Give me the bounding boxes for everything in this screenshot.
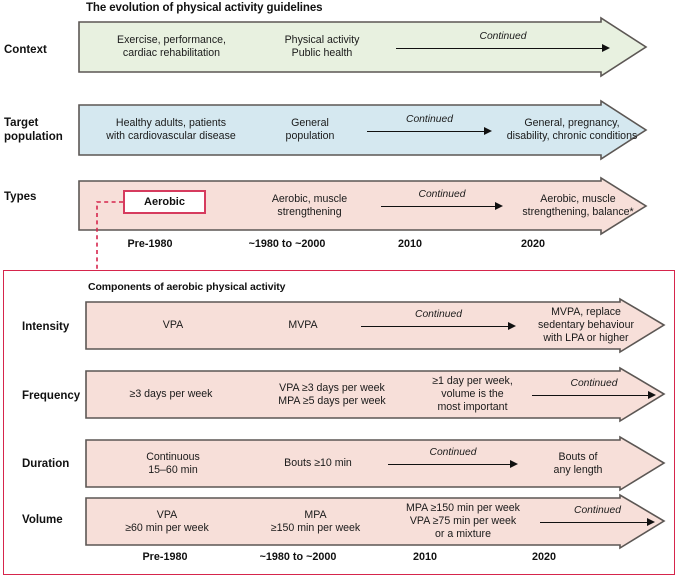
cell-frequency-2: VPA ≥3 days per week MPA ≥5 days per wee…	[278, 381, 386, 407]
cell-duration-3: Bouts of any length	[553, 450, 603, 476]
continued-arrow-context: Continued	[396, 31, 610, 53]
arrow-row-context: Exercise, performance, cardiac rehabilit…	[78, 16, 648, 78]
tick-bottom-4: 2020	[531, 551, 557, 563]
continued-line-intensity	[361, 322, 516, 331]
continued-label-target-population: Continued	[406, 114, 453, 125]
continued-label-context: Continued	[479, 31, 527, 42]
cell-duration-1: Continuous 15–60 min	[146, 450, 200, 476]
tick-top-2: ~1980 to ~2000	[248, 238, 326, 250]
cell-target-1: Healthy adults, patients with cardiovasc…	[106, 117, 236, 142]
cell-context-1: Exercise, performance, cardiac rehabilit…	[117, 34, 226, 59]
row-label-context: Context	[4, 44, 47, 56]
continued-arrow-target-population: Continued	[367, 114, 492, 136]
arrow-row-duration: Continuous 15–60 min Bouts ≥10 min Conti…	[85, 435, 666, 492]
context-arrow-shape	[78, 16, 648, 78]
continued-label-duration: Continued	[429, 447, 477, 458]
continued-line-duration	[388, 460, 518, 469]
row-label-volume: Volume	[22, 514, 63, 526]
arrow-row-target-population: Healthy adults, patients with cardiovasc…	[78, 99, 648, 161]
cell-types-3: Aerobic, muscle strengthening, balance*	[522, 193, 634, 218]
row-label-duration: Duration	[22, 458, 70, 470]
cell-duration-2: Bouts ≥10 min	[284, 457, 352, 469]
row-label-frequency: Frequency	[22, 390, 81, 402]
cell-volume-3: MPA ≥150 min per week VPA ≥75 min per we…	[406, 502, 520, 540]
cell-frequency-1: ≥3 days per week	[129, 388, 213, 400]
continued-line-context	[396, 44, 610, 53]
continued-arrow-intensity: Continued	[361, 309, 516, 331]
aerobic-callout-box[interactable]: Aerobic	[123, 190, 206, 214]
cell-types-2: Aerobic, muscle strengthening	[271, 193, 348, 218]
continued-line-volume	[540, 518, 655, 527]
cell-volume-2: MPA ≥150 min per week	[270, 508, 361, 534]
tick-bottom-2: ~1980 to ~2000	[259, 551, 337, 563]
cell-target-3: General, pregnancy, disability, chronic …	[506, 117, 638, 142]
continued-label-types: Continued	[418, 189, 466, 200]
arrow-row-volume: VPA ≥60 min per week MPA ≥150 min per we…	[85, 493, 666, 550]
timeline-bottom: Pre-1980 ~1980 to ~2000 2010 2020	[0, 551, 679, 567]
duration-arrow-shape	[85, 435, 666, 492]
continued-arrow-frequency: Continued	[532, 378, 656, 400]
arrow-row-intensity: VPA MVPA Continued MVPA, replace sedenta…	[85, 297, 666, 354]
cell-intensity-1: VPA	[162, 319, 184, 331]
continued-arrow-volume: Continued	[540, 505, 655, 527]
continued-arrow-duration: Continued	[388, 447, 518, 469]
cell-intensity-2: MVPA	[288, 319, 318, 331]
cell-target-2: General population	[285, 117, 335, 142]
cell-intensity-3: MVPA, replace sedentary behaviour with L…	[538, 306, 634, 344]
timeline-top: Pre-1980 ~1980 to ~2000 2010 2020	[0, 238, 679, 254]
tick-bottom-3: 2010	[412, 551, 438, 563]
tick-top-1: Pre-1980	[127, 238, 173, 250]
continued-line-types	[381, 202, 503, 211]
target-population-arrow-shape	[78, 99, 648, 161]
cell-frequency-3: ≥1 day per week, volume is the most impo…	[432, 375, 513, 413]
figure-title: The evolution of physical activity guide…	[86, 2, 323, 14]
tick-top-3: 2010	[397, 238, 423, 250]
continued-label-frequency: Continued	[570, 378, 618, 389]
row-label-types: Types	[4, 191, 37, 203]
types-arrow-shape	[78, 176, 648, 236]
row-label-target-population: Target population	[4, 117, 63, 143]
continued-label-volume: Continued	[574, 505, 621, 516]
row-label-intensity: Intensity	[22, 321, 70, 333]
continued-label-intensity: Continued	[415, 309, 462, 320]
continued-arrow-types: Continued	[381, 189, 503, 211]
arrow-row-types: Aerobic, muscle strengthening Continued …	[78, 176, 648, 236]
tick-top-4: 2020	[520, 238, 546, 250]
panel-title: Components of aerobic physical activity	[88, 281, 286, 293]
aerobic-components-panel	[3, 270, 675, 575]
frequency-arrow-shape	[85, 366, 666, 423]
cell-context-2: Physical activity Public health	[284, 34, 360, 59]
intensity-arrow-shape	[85, 297, 666, 354]
volume-arrow-shape	[85, 493, 666, 550]
continued-line-target-population	[367, 127, 492, 136]
continued-line-frequency	[532, 391, 656, 400]
arrow-row-frequency: ≥3 days per week VPA ≥3 days per week MP…	[85, 366, 666, 423]
cell-volume-1: VPA ≥60 min per week	[125, 508, 209, 534]
tick-bottom-1: Pre-1980	[142, 551, 188, 563]
